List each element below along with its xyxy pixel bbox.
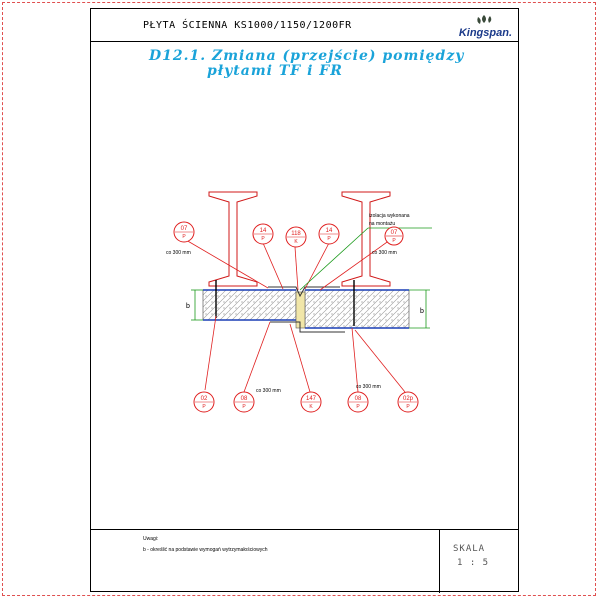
logo-text: Kingspan. <box>458 27 512 39</box>
scale-label: SKALA <box>453 544 486 554</box>
svg-text:14: 14 <box>326 228 333 234</box>
label-bot-02p: 02p P <box>397 391 419 413</box>
insulation-note-leader <box>299 227 432 291</box>
svg-text:P: P <box>327 236 331 242</box>
svg-text:08: 08 <box>241 396 248 402</box>
svg-text:07: 07 <box>181 226 188 232</box>
label-top-14a: 14 P <box>252 223 274 245</box>
svg-text:07: 07 <box>391 230 398 236</box>
header-divider <box>91 41 518 42</box>
dimension-b-right-label: b <box>420 308 424 315</box>
label-top-118: 118 K <box>285 226 307 248</box>
logo-mark-icon <box>477 15 492 24</box>
svg-text:P: P <box>261 236 265 242</box>
label-bot-08a: 08 P <box>233 391 255 413</box>
spacing-note-3: co 300 mm <box>256 388 281 394</box>
steel-beam-right <box>341 191 391 287</box>
drawing-frame: PŁYTA ŚCIENNA KS1000/1150/1200FR Kingspa… <box>90 8 519 593</box>
label-bot-08b: 08 P <box>347 391 369 413</box>
svg-text:P: P <box>392 238 396 244</box>
label-top-07: 07 P <box>173 221 195 243</box>
svg-text:02p: 02p <box>403 396 414 402</box>
svg-text:02: 02 <box>201 396 208 402</box>
dimension-b-right <box>409 289 430 329</box>
svg-text:K: K <box>309 404 313 410</box>
spacing-note-4: co 300 mm <box>356 384 381 390</box>
notes-text: b - określić na podstawie wymogań wytrzy… <box>143 547 268 553</box>
spacing-note-2: co 300 mm <box>372 250 397 256</box>
svg-text:P: P <box>242 404 246 410</box>
label-bot-02: 02 P <box>193 391 215 413</box>
insulation-note-line2: na montażu <box>369 221 395 227</box>
footer-divider <box>439 530 440 593</box>
detail-title-line2: płytami TF i FR <box>207 63 343 79</box>
scale-value: 1 : 5 <box>457 558 490 568</box>
dimension-b-left-label: b <box>186 303 190 310</box>
panel-tf-left <box>202 289 297 321</box>
steel-beam-left <box>208 191 258 287</box>
insulation-note-line1: izolacja wykonana <box>369 213 410 219</box>
bottom-leaders <box>204 315 406 393</box>
svg-text:P: P <box>182 234 186 240</box>
detail-title-line1: D12.1. Zmiana (przejście) pomiędzy <box>149 48 465 64</box>
svg-text:08: 08 <box>355 396 362 402</box>
svg-text:K: K <box>294 239 298 245</box>
svg-text:P: P <box>406 404 410 410</box>
label-bot-147: 147 K <box>300 391 322 413</box>
svg-text:14: 14 <box>260 228 267 234</box>
notes-label: Uwagi: <box>143 536 159 542</box>
document-title: PŁYTA ŚCIENNA KS1000/1150/1200FR <box>143 20 352 31</box>
detail-title: D12.1. Zmiana (przejście) pomiędzy płyta… <box>149 49 464 79</box>
svg-text:P: P <box>356 404 360 410</box>
panel-fr-right <box>304 289 410 329</box>
title-block-footer: Uwagi: b - określić na podstawie wymogań… <box>91 529 518 593</box>
dimension-b-left <box>191 289 203 321</box>
label-top-07b: 07 P <box>384 226 404 246</box>
fasteners <box>215 280 355 326</box>
label-top-14b: 14 P <box>318 223 340 245</box>
svg-text:P: P <box>202 404 206 410</box>
svg-text:118: 118 <box>291 231 301 237</box>
kingspan-logo: Kingspan. <box>454 13 512 39</box>
svg-text:147: 147 <box>306 396 317 402</box>
spacing-note-1: co 300 mm <box>166 250 191 256</box>
joint-flashing <box>268 286 345 333</box>
